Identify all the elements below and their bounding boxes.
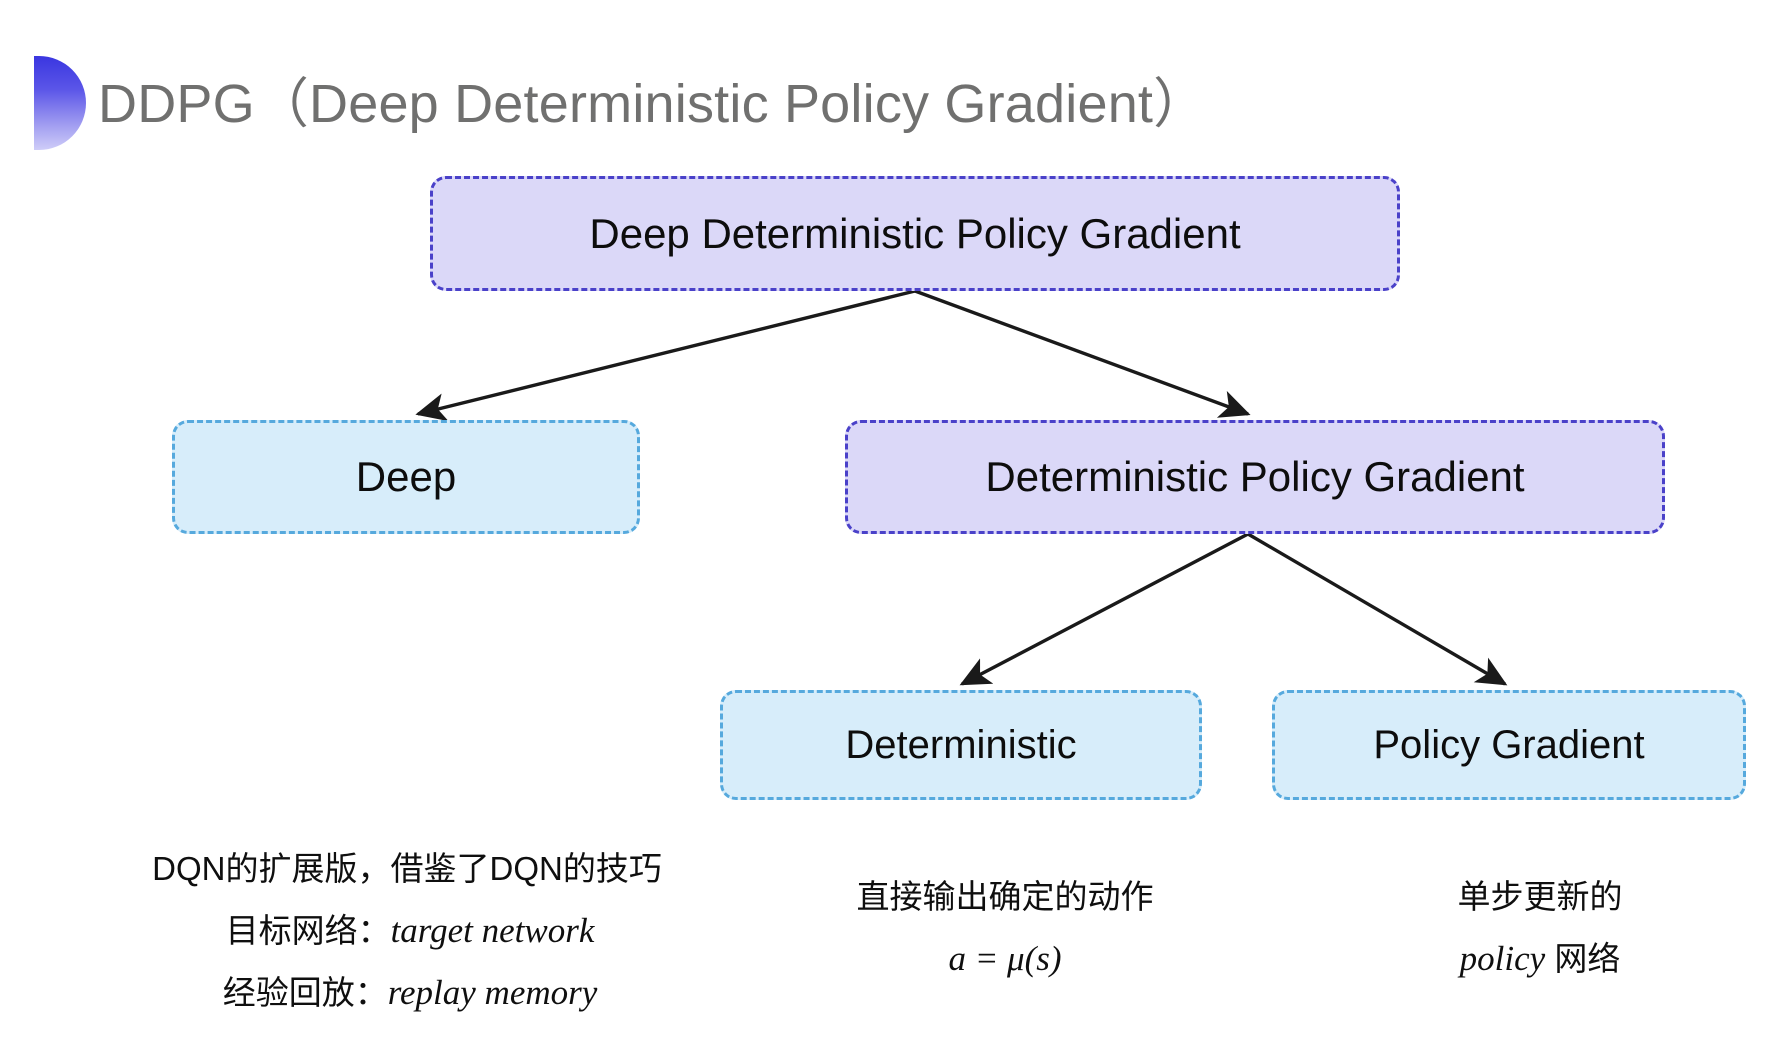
edge-root-to-deep — [415, 289, 916, 422]
note-deep-line3: 经验回放：replay memory — [150, 962, 670, 1024]
page-title: DDPG（Deep Deterministic Policy Gradient） — [98, 74, 1208, 134]
note-policy-gradient-suffix: 网络 — [1545, 940, 1621, 977]
note-deep-line1: DQN的扩展版，借鉴了DQN的技巧 — [152, 850, 662, 887]
node-deep-deterministic-policy-gradient[interactable]: Deep Deterministic Policy Gradient — [430, 176, 1400, 291]
note-deep-line3-term: replay memory — [387, 973, 598, 1012]
node-deterministic-policy-gradient[interactable]: Deterministic Policy Gradient — [845, 420, 1665, 534]
note-deterministic-line1: 直接输出确定的动作 — [856, 878, 1154, 915]
note-deterministic: 直接输出确定的动作 a = μ(s) — [845, 866, 1165, 990]
note-deep: DQN的扩展版，借鉴了DQN的技巧 目标网络：target network 经验… — [150, 838, 670, 1024]
note-deterministic-formula: a = μ(s) — [948, 939, 1062, 978]
note-policy-gradient-term: policy — [1459, 939, 1546, 978]
edge-dpg-to-policy-gradient — [1247, 532, 1508, 686]
title-decoration-half-circle-icon — [34, 56, 86, 150]
node-deep[interactable]: Deep — [172, 420, 640, 534]
note-deep-line2-label: 目标网络： — [225, 912, 391, 949]
node-deterministic[interactable]: Deterministic — [720, 690, 1202, 800]
note-deep-line3-label: 经验回放： — [222, 974, 388, 1011]
note-policy-gradient-line2: policy 网络 — [1415, 928, 1665, 990]
note-policy-gradient: 单步更新的 policy 网络 — [1415, 866, 1665, 990]
edge-root-to-dpg — [914, 289, 1251, 418]
note-deep-line2: 目标网络：target network — [150, 900, 670, 962]
edge-dpg-to-deterministic — [959, 532, 1249, 686]
note-policy-gradient-line1: 单步更新的 — [1457, 878, 1623, 915]
note-deep-line2-term: target network — [390, 911, 595, 950]
node-policy-gradient[interactable]: Policy Gradient — [1272, 690, 1746, 800]
